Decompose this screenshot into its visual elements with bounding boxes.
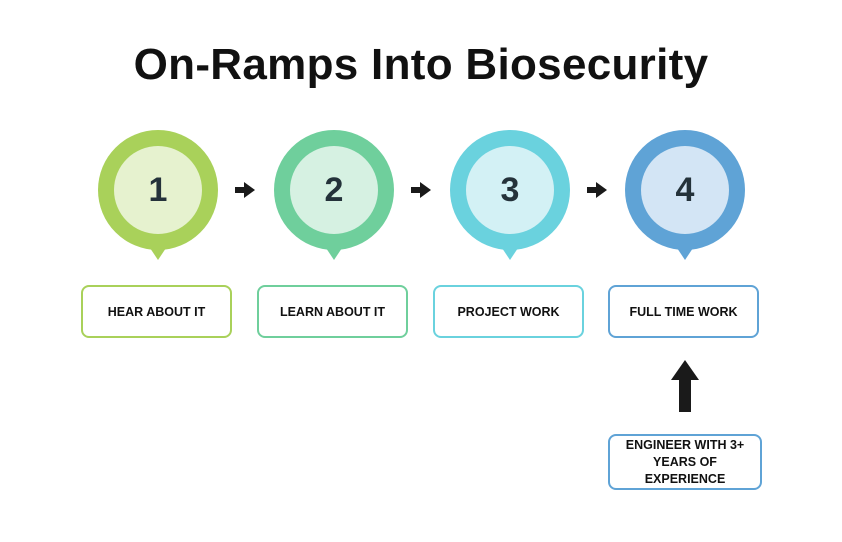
side-entry-label: ENGINEER WITH 3+ YEARS OF EXPERIENCE [608,434,762,490]
pin-tail [498,242,522,260]
pin-tail [322,242,346,260]
pin-inner: 1 [114,146,202,234]
arrow-right-icon [411,182,431,198]
arrow-right-icon [235,182,255,198]
step-4-pin: 4 [625,130,745,265]
arrow-right-icon [587,182,607,198]
step-1-pin: 1 [98,130,218,265]
step-3-label: PROJECT WORK [433,285,584,338]
step-number: 1 [148,170,168,209]
step-2-pin: 2 [274,130,394,265]
pin-tail [673,242,697,260]
pin-inner: 4 [641,146,729,234]
arrow-up-icon [671,360,699,412]
step-4-label: FULL TIME WORK [608,285,759,338]
step-2-label: LEARN ABOUT IT [257,285,408,338]
step-3-pin: 3 [450,130,570,265]
step-number: 3 [500,170,520,209]
step-number: 2 [324,170,344,209]
pin-inner: 3 [466,146,554,234]
pin-inner: 2 [290,146,378,234]
diagram-title: On-Ramps Into Biosecurity [133,40,709,89]
step-1-label: HEAR ABOUT IT [81,285,232,338]
step-number: 4 [675,170,695,209]
pin-tail [146,242,170,260]
